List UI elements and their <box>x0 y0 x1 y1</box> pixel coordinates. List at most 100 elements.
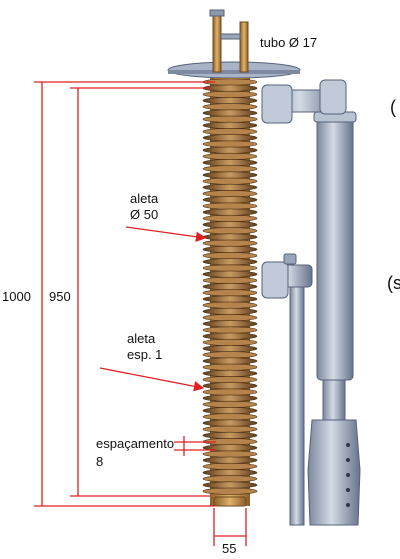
fin-disc <box>202 469 258 477</box>
tube-crossbar <box>220 33 241 40</box>
fin-disc <box>202 307 258 315</box>
height-950-label: 950 <box>49 289 71 304</box>
fin-disc <box>202 345 258 353</box>
fin-disc <box>202 338 258 346</box>
fin-disc <box>202 103 258 111</box>
upper-clamp-joint <box>319 79 347 115</box>
side-rod <box>289 264 305 526</box>
fin-disc <box>202 171 258 179</box>
fin-disc <box>202 295 258 303</box>
fin-disc <box>202 258 258 266</box>
fin-diameter-leader <box>125 226 207 242</box>
fin-disc <box>202 270 258 278</box>
fin-disc <box>202 239 258 247</box>
fin-disc <box>202 394 258 402</box>
fin-disc <box>202 109 258 117</box>
middle-clamp-block <box>261 261 289 299</box>
fin-disc <box>202 134 258 142</box>
fin-disc <box>202 276 258 284</box>
fin-disc <box>202 84 258 92</box>
flange-edge <box>168 70 300 74</box>
fin-disc <box>202 202 258 210</box>
edge-mark-1: ( <box>390 97 396 117</box>
fin-disc <box>202 252 258 260</box>
fin-disc <box>202 152 258 160</box>
tube-bottom-end <box>213 496 247 507</box>
fin-diameter-label-line1: aleta <box>130 191 159 206</box>
fin-disc <box>202 363 258 371</box>
fin-disc <box>202 177 258 185</box>
fin-disc <box>202 115 258 123</box>
fin-disc <box>202 264 258 272</box>
tube-left-cap <box>209 9 225 17</box>
fin-disc <box>202 407 258 415</box>
fin-disc <box>202 320 258 328</box>
fin-disc <box>202 382 258 390</box>
fin-disc <box>202 121 258 129</box>
fin-disc <box>202 214 258 222</box>
fins <box>202 78 258 495</box>
fin-disc <box>202 462 258 470</box>
fin-disc <box>202 233 258 241</box>
width-55-label: 55 <box>222 541 236 556</box>
fin-disc <box>202 301 258 309</box>
fin-disc <box>202 221 258 229</box>
fin-disc <box>202 419 258 427</box>
tube-fittings <box>209 9 249 73</box>
fin-disc <box>202 146 258 154</box>
fin-disc <box>202 400 258 408</box>
fin-disc <box>202 357 258 365</box>
fin-disc <box>202 475 258 483</box>
fin-disc <box>202 183 258 191</box>
fin-disc <box>202 456 258 464</box>
bottom-bulb <box>307 419 361 526</box>
fin-disc <box>202 208 258 216</box>
height-1000-label: 1000 <box>2 289 31 304</box>
tube-right <box>239 21 249 73</box>
fin-disc <box>202 332 258 340</box>
fin-disc <box>202 196 258 204</box>
fin-disc <box>202 165 258 173</box>
fin-thickness-label-line2: esp. 1 <box>127 347 162 362</box>
fin-disc <box>202 425 258 433</box>
fin-disc <box>202 369 258 377</box>
top-flange <box>167 61 301 79</box>
fin-disc <box>202 487 258 495</box>
fin-disc <box>202 450 258 458</box>
fin-disc <box>202 245 258 253</box>
finned-tube <box>202 78 258 507</box>
fin-disc <box>202 351 258 359</box>
upper-clamp-block <box>261 84 293 124</box>
tube-left <box>212 13 222 73</box>
fin-disc <box>202 190 258 198</box>
spacing-label-line2: 8 <box>96 454 103 469</box>
fin-disc <box>202 431 258 439</box>
spacing-label-line1: espaçamento <box>96 436 174 451</box>
edge-mark-2: (s <box>387 273 400 293</box>
tube-label: tubo Ø 17 <box>260 35 317 50</box>
bulb-holes <box>346 443 350 507</box>
support-structure <box>261 79 361 526</box>
fin-disc <box>202 140 258 148</box>
fin-disc <box>202 314 258 322</box>
fin-disc <box>202 227 258 235</box>
fin-disc <box>202 326 258 334</box>
fin-disc <box>202 128 258 136</box>
lower-rod <box>322 379 346 421</box>
middle-clamp-knob <box>283 253 297 265</box>
dimension-lines <box>34 81 247 546</box>
fin-thickness-leader <box>99 367 205 392</box>
fin-disc <box>202 413 258 421</box>
fin-disc <box>202 159 258 167</box>
fin-disc <box>202 283 258 291</box>
fin-disc <box>202 289 258 297</box>
fin-disc <box>202 97 258 105</box>
fin-disc <box>202 90 258 98</box>
fin-diameter-label-line2: Ø 50 <box>130 207 158 222</box>
fin-disc <box>202 388 258 396</box>
fin-thickness-label-line1: aleta <box>127 331 156 346</box>
fin-disc <box>202 376 258 384</box>
main-column <box>316 114 354 381</box>
